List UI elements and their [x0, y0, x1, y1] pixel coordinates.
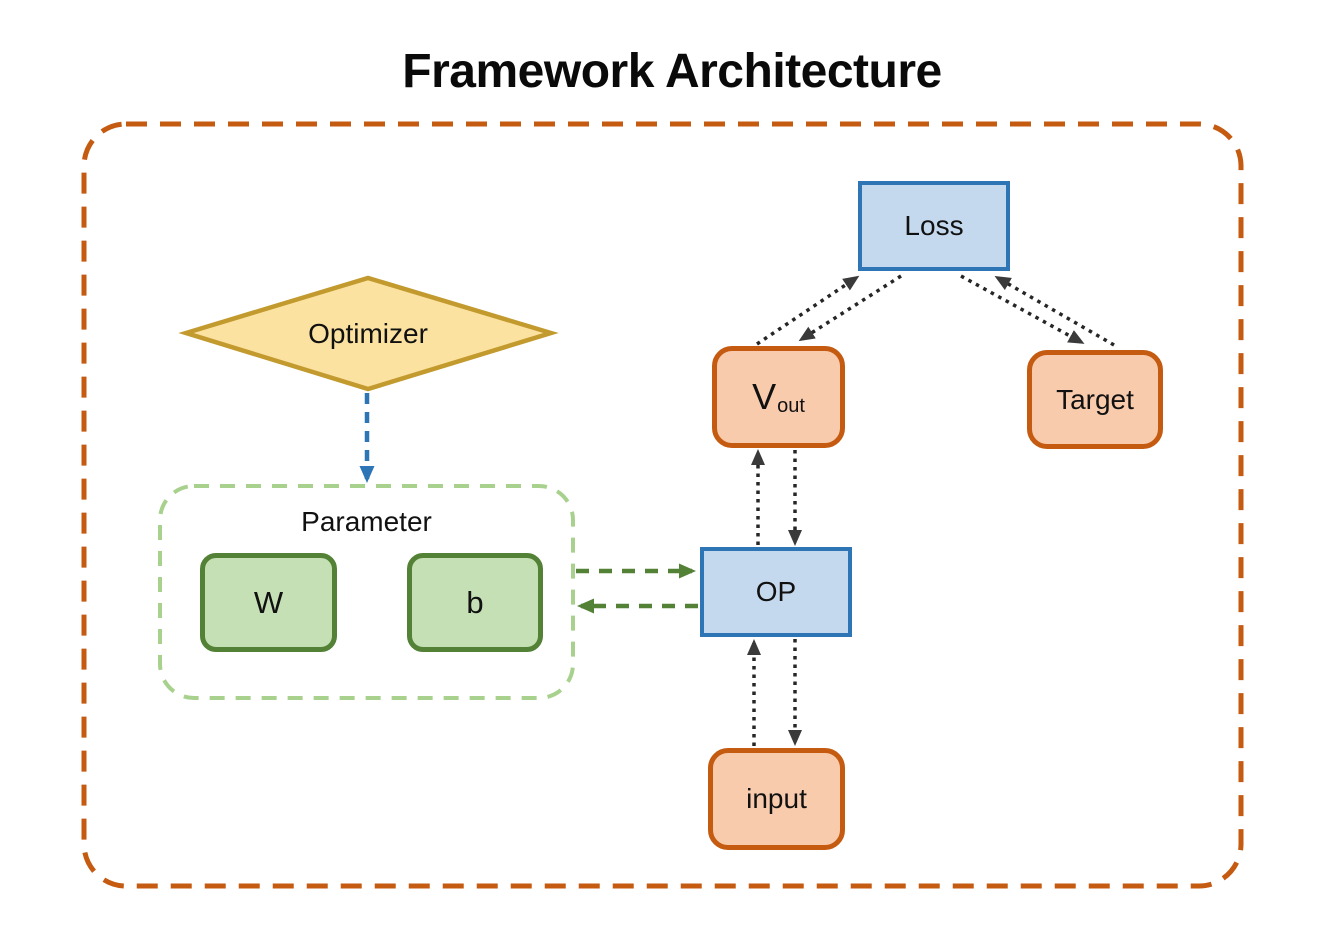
edge-loss-to-target [960, 274, 1085, 344]
op-node: OP [700, 547, 852, 637]
parameter-group-border [158, 484, 575, 700]
diagram-title: Framework Architecture [402, 45, 942, 98]
input-label: input [746, 783, 807, 814]
loss-node: Loss [858, 181, 1010, 271]
bias-label: b [466, 585, 484, 620]
edge-vout-to-loss [756, 275, 860, 346]
weight-label: W [253, 585, 284, 620]
vout-label: V [752, 376, 777, 417]
edge-target-to-loss [994, 275, 1115, 347]
target-node: Target [1027, 350, 1163, 449]
weight-node: W [200, 553, 337, 652]
loss-label: Loss [904, 210, 964, 241]
parameter-group-label: Parameter [301, 506, 432, 537]
edge-loss-to-vout [798, 274, 902, 342]
optimizer-diamond [178, 275, 559, 392]
bias-node: b [407, 553, 543, 652]
outer-dashed-border [81, 121, 1244, 889]
vout-subscript: out [777, 395, 805, 417]
target-label: Target [1056, 383, 1134, 415]
input-node: input [708, 748, 845, 850]
op-label: OP [755, 576, 797, 607]
optimizer-label: Optimizer [308, 318, 428, 349]
